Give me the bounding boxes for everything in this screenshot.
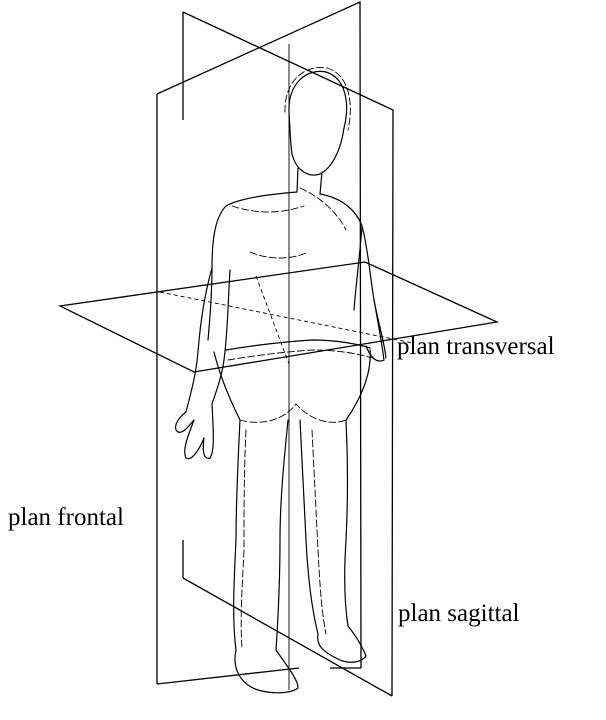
sagittal-plane-label: plan sagittal [398,601,520,626]
frontal-plane [157,2,361,684]
transversal-plane-label: plan transversal [397,334,555,359]
frontal-plane-label: plan frontal [8,505,124,530]
human-figure [176,67,386,692]
